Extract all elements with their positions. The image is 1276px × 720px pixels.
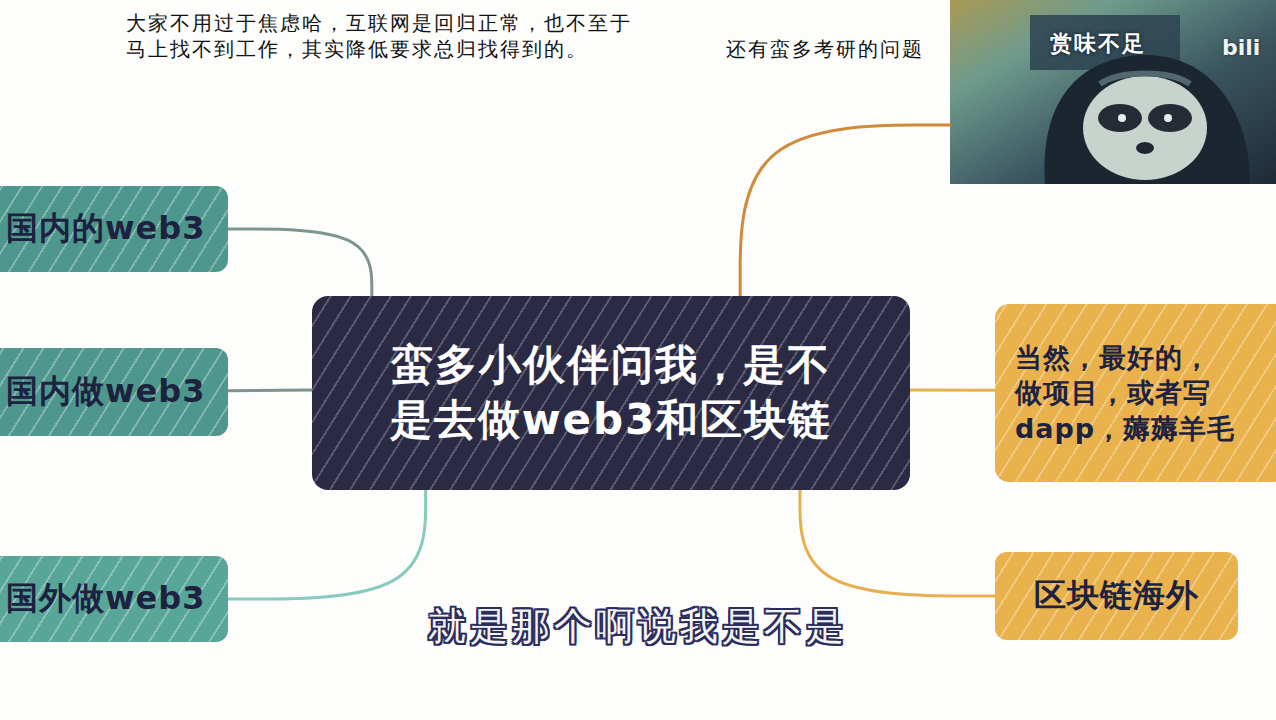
- subtitle-text: 就是那个啊说我是不是: [0, 602, 1276, 651]
- text-group: 区块链海外: [1034, 575, 1199, 617]
- node-text: 当然，最好的， 做项目，或者写 dapp，薅薅羊毛: [1015, 340, 1267, 445]
- text-group: 赏味不足: [1050, 30, 1146, 59]
- node-text: 蛮多小伙伴问我，是不 是去做web3和区块链: [361, 338, 861, 447]
- node-text: 国外做web3: [6, 578, 205, 620]
- branch-connector: [740, 125, 950, 296]
- node-text: 区块链海外: [1034, 575, 1199, 617]
- note-text: 还有蛮多考研的问题: [726, 36, 924, 62]
- text-group: 国内做web3: [6, 371, 205, 413]
- text-group: 国内的web3: [6, 208, 205, 250]
- branch-box: 国内的web3: [0, 186, 228, 272]
- branch-box: 区块链海外: [995, 552, 1238, 640]
- note-text: 大家不用过于焦虑哈，互联网是回归正常，也不至于 马上找不到工作，其实降低要求总归…: [126, 10, 646, 62]
- central-topic-box: 蛮多小伙伴问我，是不 是去做web3和区块链: [312, 296, 910, 490]
- node-text: 国内的web3: [6, 208, 205, 250]
- branch-box: 国内做web3: [0, 348, 228, 436]
- thumbnail-frame: 赏味不足: [950, 0, 1276, 184]
- branch-connector: [228, 490, 426, 599]
- branch-connector: [228, 229, 372, 296]
- branch-box: 当然，最好的， 做项目，或者写 dapp，薅薅羊毛: [995, 304, 1276, 482]
- thumbnail-caption: 赏味不足: [1050, 30, 1146, 59]
- text-group: 当然，最好的， 做项目，或者写 dapp，薅薅羊毛: [1015, 340, 1267, 445]
- text-group: 国外做web3: [6, 578, 205, 620]
- watermark-text: bili: [1222, 34, 1260, 63]
- branch-connector: [800, 490, 995, 596]
- text-group: 蛮多小伙伴问我，是不 是去做web3和区块链: [361, 338, 861, 447]
- thumbnail-illustration: [950, 0, 1276, 184]
- branch-box: 国外做web3: [0, 556, 228, 642]
- branch-connector: [910, 389, 995, 392]
- node-text: 国内做web3: [6, 371, 205, 413]
- branch-connector: [228, 389, 312, 393]
